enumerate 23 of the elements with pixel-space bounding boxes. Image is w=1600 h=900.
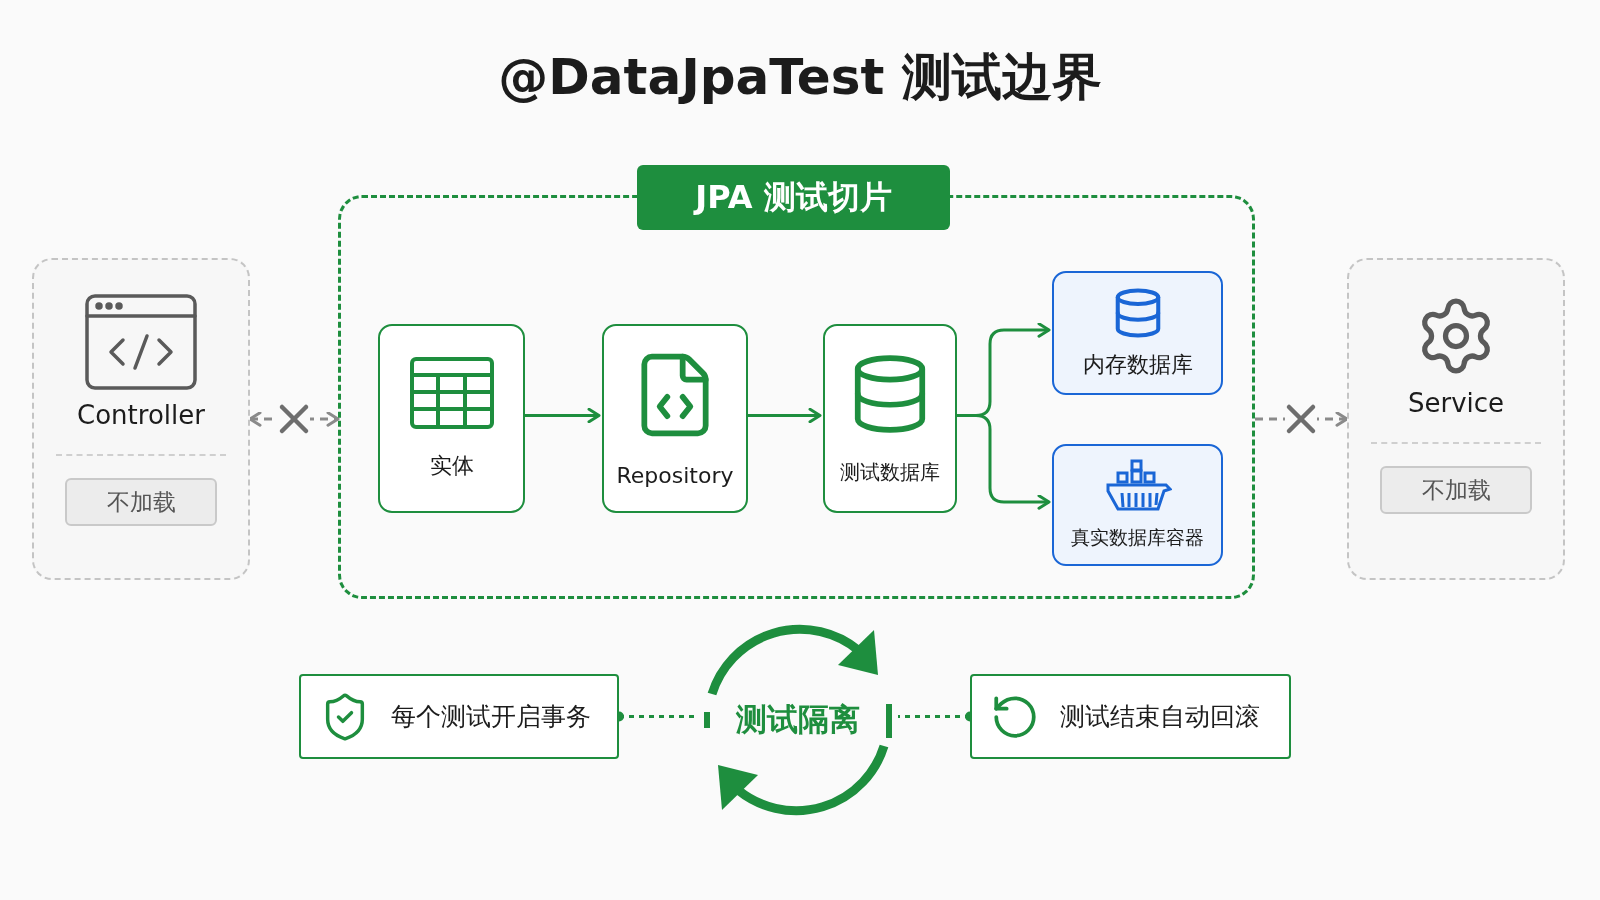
component-card	[1347, 258, 1565, 580]
box-label: 真实数据库容器	[1071, 525, 1204, 550]
box-label: 实体	[429, 451, 474, 480]
box-label: 测试数据库	[840, 459, 940, 486]
box-label: 内存数据库	[1082, 351, 1193, 379]
process-box	[378, 324, 525, 513]
feature-box	[970, 674, 1291, 759]
box-label: Repository	[616, 463, 734, 488]
feature-label: 测试结束自动回滚	[1060, 701, 1260, 733]
database-option-box	[1052, 271, 1223, 395]
slice-title-tab: JPA 测试切片	[637, 165, 950, 230]
status-badge: 不加载	[1380, 466, 1532, 514]
process-box	[602, 324, 748, 513]
feature-box	[299, 674, 619, 759]
cycle-label: 测试隔离	[736, 700, 860, 739]
process-box	[823, 324, 957, 513]
status-badge: 不加载	[65, 478, 217, 526]
database-option-box	[1052, 444, 1223, 566]
component-card	[32, 258, 250, 580]
feature-label: 每个测试开启事务	[391, 701, 591, 733]
component-title: Controller	[77, 400, 205, 430]
component-title: Service	[1407, 388, 1505, 418]
diagram-title: @DataJpaTest 测试边界	[497, 47, 1103, 108]
